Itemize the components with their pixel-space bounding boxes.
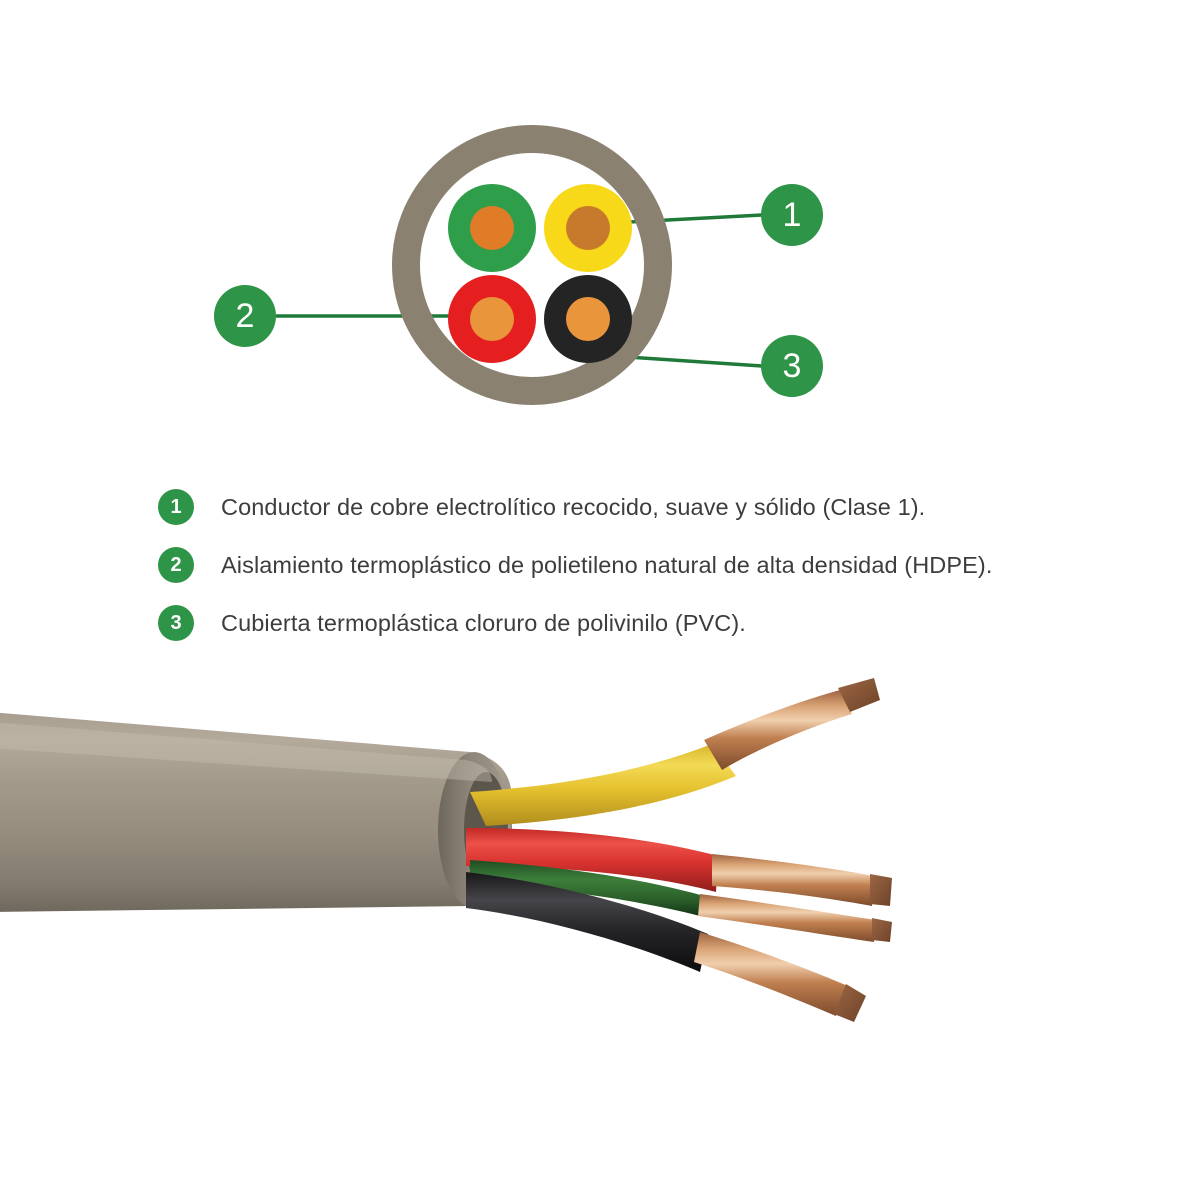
yellow-core-conductor: [566, 206, 610, 250]
yellow-wire-conductor-face: [838, 678, 880, 712]
black-wire-conductor-face: [834, 984, 866, 1022]
leader-line-3: [627, 355, 763, 368]
red-wire-conductor: [712, 854, 874, 906]
callout-badge-1-label: 1: [783, 196, 802, 234]
legend-item-1: 1 Conductor de cobre electrolítico recoc…: [158, 478, 1118, 536]
photo-outer-jacket: [0, 712, 512, 912]
black-wire-conductor: [694, 932, 848, 1016]
green-wire-conductor: [698, 894, 876, 942]
cross-section-svg: 1 2 3: [214, 125, 823, 405]
legend-badge-3: 3: [158, 605, 194, 641]
legend-badge-2: 2: [158, 547, 194, 583]
jacket-highlight: [0, 722, 492, 782]
callout-badge-3-label: 3: [783, 347, 802, 385]
cross-section-diagram: 1 2 3: [0, 0, 1200, 460]
outer-jacket-ring: [392, 125, 672, 405]
cable-photo: [0, 660, 1200, 1060]
red-wire-conductor-face: [870, 874, 892, 906]
callout-badge-1[interactable]: 1: [761, 184, 823, 246]
cable-photo-svg: [0, 678, 892, 1022]
black-core-conductor: [566, 297, 610, 341]
callout-badge-3[interactable]: 3: [761, 335, 823, 397]
photo-green-wire: [470, 860, 892, 942]
red-core-conductor: [470, 297, 514, 341]
legend-text-3: Cubierta termoplástica cloruro de polivi…: [221, 609, 746, 636]
photo-red-wire: [466, 828, 892, 906]
yellow-wire-conductor: [704, 690, 852, 770]
legend-item-2: 2 Aislamiento termoplástico de polietile…: [158, 536, 1118, 594]
legend-list: 1 Conductor de cobre electrolítico recoc…: [158, 478, 1118, 652]
legend-text-1: Conductor de cobre electrolítico recocid…: [221, 493, 926, 520]
legend-text-2: Aislamiento termoplástico de polietileno…: [221, 551, 993, 578]
legend-item-3: 3 Cubierta termoplástica cloruro de poli…: [158, 594, 1118, 652]
photo-yellow-wire: [470, 678, 880, 826]
legend-badge-1: 1: [158, 489, 194, 525]
green-core-conductor: [470, 206, 514, 250]
green-wire-conductor-face: [872, 918, 892, 942]
photo-black-wire: [466, 872, 866, 1022]
callout-badge-2[interactable]: 2: [214, 285, 276, 347]
callout-badge-2-label: 2: [236, 297, 255, 335]
